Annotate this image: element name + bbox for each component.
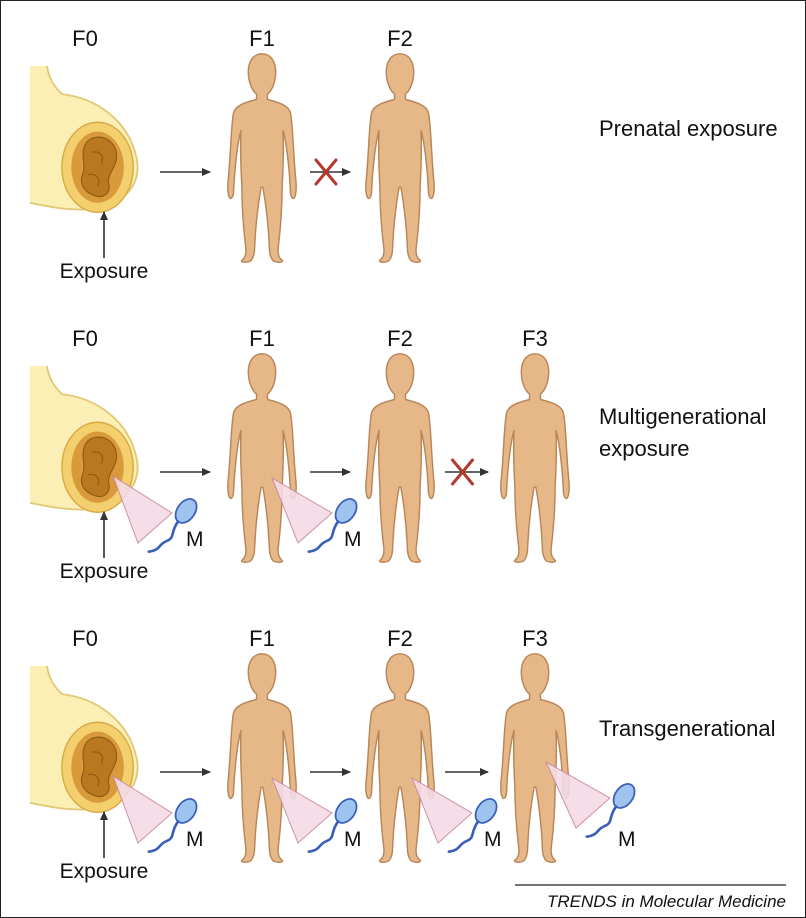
human-figure-f1 [228, 54, 296, 262]
germline-cone [113, 776, 172, 843]
human-figure-f1 [228, 654, 296, 862]
germline-label: M [186, 528, 204, 551]
pregnant-womb-icon [30, 66, 137, 212]
human-figure-f2 [366, 654, 434, 862]
generation-label-f1: F1 [249, 326, 275, 351]
generation-label-f1: F1 [249, 26, 275, 51]
germline-label: M [484, 828, 502, 851]
credit-text: TRENDS in Molecular Medicine [547, 892, 786, 911]
row-title-text: Multigenerational [599, 404, 767, 429]
generation-label-f0: F0 [72, 26, 98, 51]
human-figure-f1 [228, 354, 296, 562]
generation-label-f2: F2 [387, 326, 413, 351]
generation-label-f2: F2 [387, 26, 413, 51]
row-title-text: Prenatal exposure [599, 116, 778, 141]
exposure-label: Exposure [60, 260, 149, 283]
human-figure-f2 [366, 54, 434, 262]
exposure-label: Exposure [60, 860, 149, 883]
human-figure-f3 [501, 354, 569, 562]
generation-label-f1: F1 [249, 626, 275, 651]
exposure-label: Exposure [60, 560, 149, 583]
row-title-text: Transgenerational [599, 716, 776, 741]
human-figure-f3 [501, 654, 569, 862]
generation-label-f0: F0 [72, 626, 98, 651]
germline-cone [412, 778, 472, 843]
human-figure-f2 [366, 354, 434, 562]
germline-label: M [186, 828, 204, 851]
generation-label-f2: F2 [387, 626, 413, 651]
generation-label-f3: F3 [522, 626, 548, 651]
germline-cone [113, 476, 172, 543]
row-title-text: exposure [599, 436, 690, 461]
germline-label: M [344, 528, 362, 551]
generation-label-f0: F0 [72, 326, 98, 351]
germline-label: M [618, 828, 636, 851]
germline-label: M [344, 828, 362, 851]
generation-label-f3: F3 [522, 326, 548, 351]
